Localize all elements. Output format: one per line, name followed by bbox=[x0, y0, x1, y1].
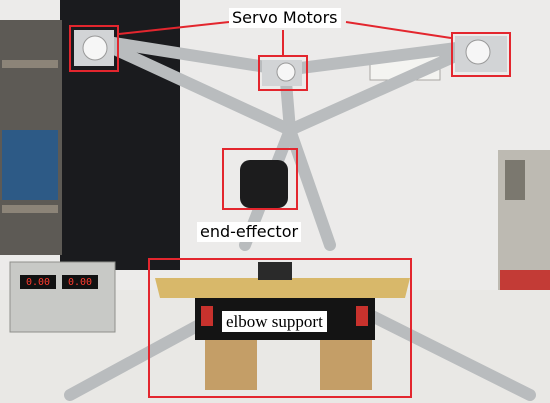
leader-right bbox=[345, 21, 452, 39]
servo-callout-right bbox=[451, 32, 511, 77]
servo-callout-center bbox=[258, 55, 308, 91]
end-effector-cuff bbox=[240, 160, 288, 208]
display-left: 0.00 bbox=[25, 277, 51, 288]
end-effector-label: end-effector bbox=[197, 222, 302, 242]
elbow-support-callout bbox=[148, 258, 412, 398]
end-effector-callout bbox=[222, 148, 298, 210]
wooden-block-right bbox=[320, 340, 372, 390]
display-right: 0.00 bbox=[67, 277, 93, 288]
servo-motors-label: Servo Motors bbox=[229, 8, 341, 28]
elbow-support-label: elbow support bbox=[222, 311, 327, 332]
elbow-support-board bbox=[155, 278, 410, 298]
leader-left bbox=[118, 21, 230, 35]
blue-binders bbox=[2, 130, 58, 200]
servo-callout-left bbox=[69, 25, 119, 72]
power-supply bbox=[9, 261, 116, 333]
wooden-block-left bbox=[205, 340, 257, 390]
